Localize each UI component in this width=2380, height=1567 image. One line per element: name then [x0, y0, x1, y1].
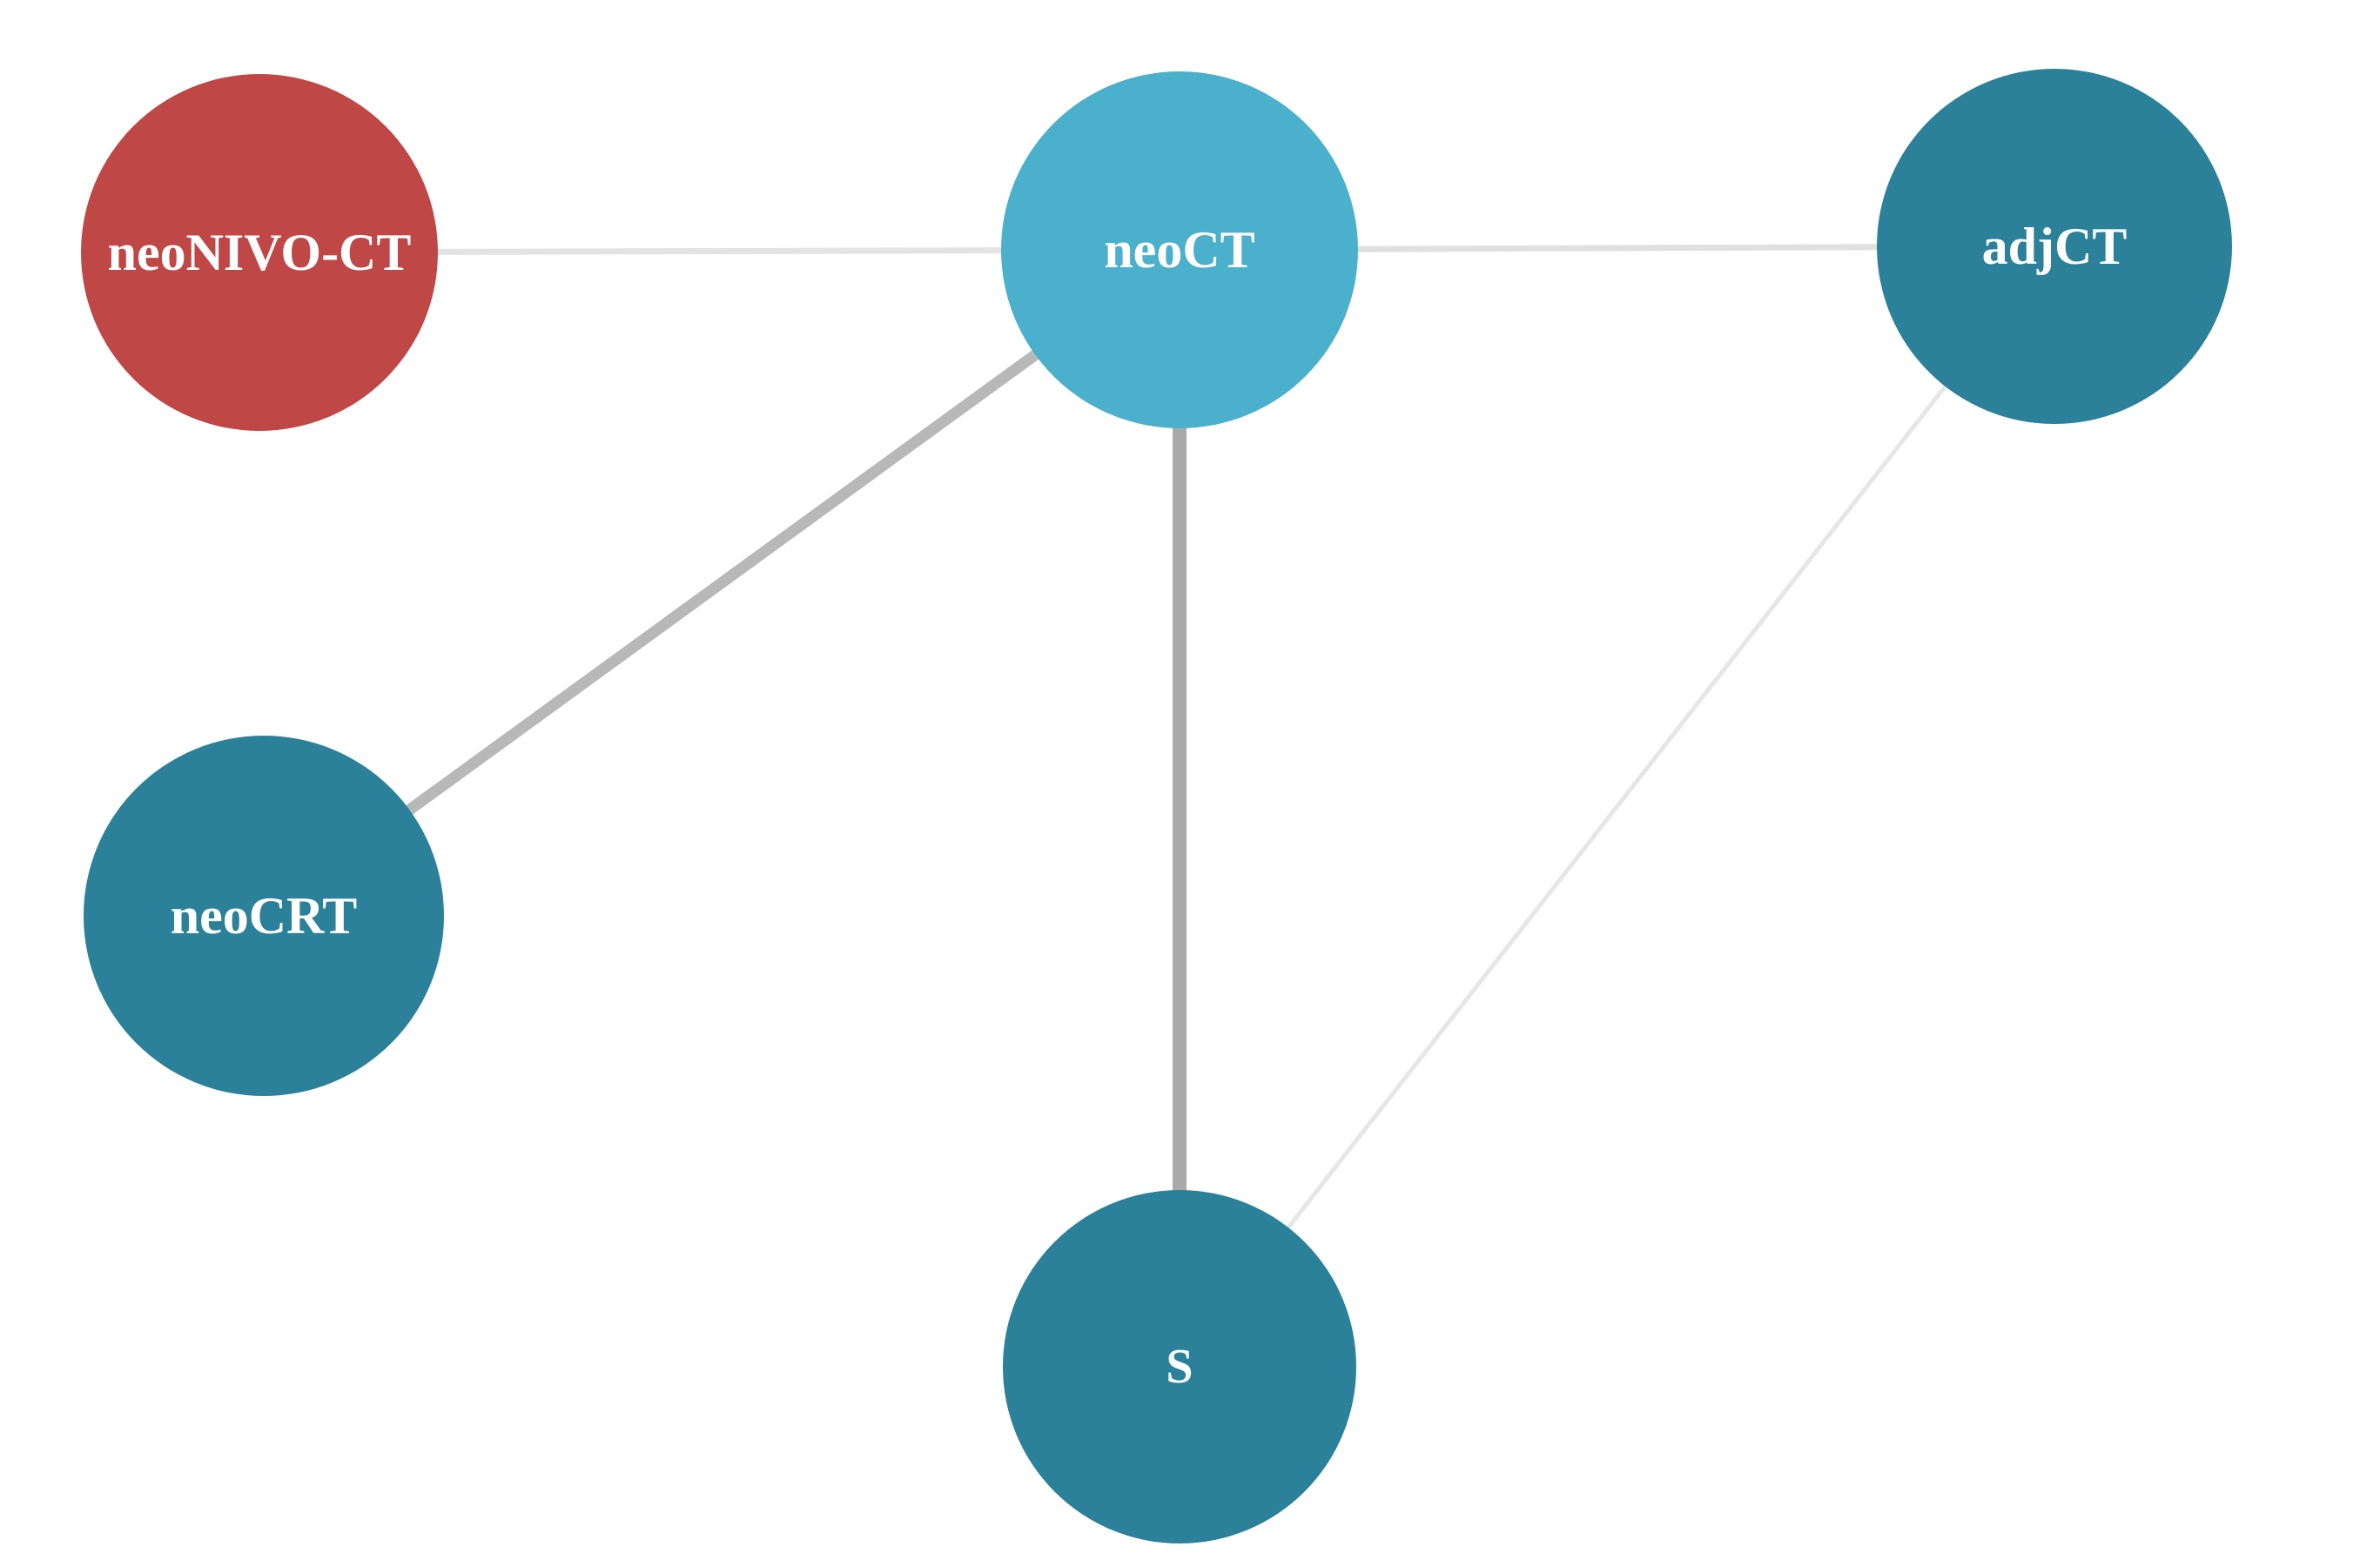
node-S[interactable]: S	[1003, 1190, 1356, 1543]
node-adjCT[interactable]: adjCT	[1877, 69, 2232, 424]
node-label-neoCRT: neoCRT	[171, 887, 358, 945]
node-label-S: S	[1166, 1340, 1193, 1394]
node-neoCRT[interactable]: neoCRT	[84, 736, 444, 1096]
node-circle-neoCT[interactable]	[1001, 71, 1358, 428]
node-label-neoNIVO-CT: neoNIVO-CT	[108, 224, 412, 281]
node-neoNIVO-CT[interactable]: neoNIVO-CT	[81, 74, 438, 431]
node-circle-adjCT[interactable]	[1877, 69, 2232, 424]
node-circle-S[interactable]	[1003, 1190, 1356, 1543]
edge-neoCT-neoCRT	[260, 245, 1183, 921]
node-circle-neoNIVO-CT[interactable]	[81, 74, 438, 431]
nodes-layer: neoNIVO-CT neoCT adjCT neoCRT S	[81, 69, 2232, 1543]
node-circle-neoCRT[interactable]	[84, 736, 444, 1096]
node-label-adjCT: adjCT	[1982, 218, 2128, 275]
edge-adjCT-S	[1178, 245, 2056, 1369]
node-label-neoCT: neoCT	[1104, 221, 1254, 279]
node-neoCT[interactable]: neoCT	[1001, 71, 1358, 428]
